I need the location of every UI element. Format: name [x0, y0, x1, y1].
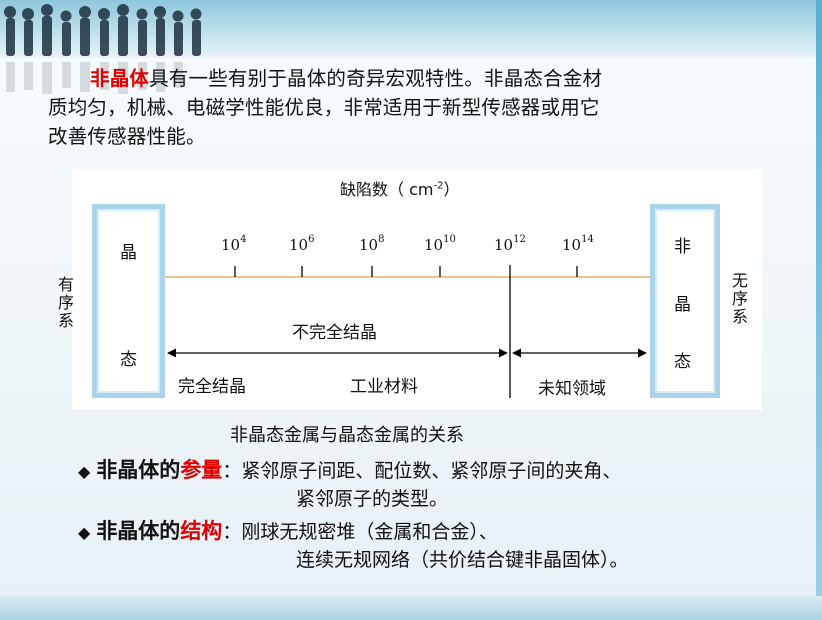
disordered-system-label-1: 无: [732, 271, 749, 290]
tick-label-1e4: 104: [221, 234, 247, 254]
tick-base: 10: [221, 236, 241, 254]
disordered-system-label-3: 系: [732, 307, 749, 326]
crystal-box-top: 晶: [120, 243, 137, 263]
tick-label-1e10: 1010: [424, 234, 456, 254]
bullet-lead: 非晶体的: [96, 458, 181, 482]
bullet-lead: 非晶体的: [96, 519, 181, 543]
defect-title-close: ）: [443, 180, 460, 199]
unknown-field-label: 未知领域: [538, 379, 606, 399]
defect-title-sup: -2: [433, 180, 444, 192]
intro-line-1: 非晶体具有一些有别于晶体的奇异宏观特性。非晶态合金材: [48, 64, 748, 93]
disordered-system-label-2: 序: [732, 289, 749, 308]
bullet-parameters-cont: 紧邻原子的类型。: [296, 488, 449, 510]
diamond-bullet-icon: ◆: [78, 462, 91, 481]
crystal-state-box: [92, 204, 165, 398]
tick-exp: 12: [513, 234, 526, 245]
tick-base: 10: [424, 236, 444, 254]
tick-base: 10: [494, 236, 514, 254]
tick-exp: 14: [581, 234, 594, 245]
complete-crystal-label: 完全结晶: [178, 377, 246, 397]
incomplete-crystal-label: 不完全结晶: [292, 323, 377, 343]
intro-line-3: 改善传感器性能。: [48, 125, 206, 148]
right-edge-stripe: [816, 0, 822, 620]
tick-exp: 8: [378, 234, 385, 245]
tick-base: 10: [562, 236, 582, 254]
bullet-line-1: ：紧邻原子间距、配位数、紧邻原子间的夹角、: [222, 460, 622, 482]
amorphous-box-bottom: 态: [674, 352, 691, 372]
tick-label-1e12: 1012: [494, 234, 526, 254]
ordered-system-label-2: 序: [58, 293, 75, 312]
intro-line-1-text: 具有一些有别于晶体的奇异宏观特性。非晶态合金材: [149, 67, 603, 90]
industrial-material-label: 工业材料: [350, 377, 418, 397]
diagram-caption: 非晶态金属与晶态金属的关系: [230, 425, 464, 446]
bullet-key: 结构: [180, 519, 223, 543]
intro-line-2: 质均匀，机械、电磁学性能优良，非常适用于新型传感器或用它: [48, 96, 600, 119]
ordered-system-label-3: 系: [58, 311, 75, 330]
bullet-structure-cont: 连续无规网络（共价结合键非晶固体）。: [296, 549, 629, 571]
tick-exp: 4: [240, 234, 247, 245]
tick-base: 10: [359, 236, 379, 254]
people-silhouettes-image: [4, 4, 202, 94]
header-band: [0, 0, 822, 58]
footer-band: [0, 596, 822, 620]
tick-base: 10: [289, 236, 309, 254]
crystal-box-bottom: 态: [120, 350, 137, 370]
diamond-bullet-icon: ◆: [78, 523, 91, 542]
bullet-line-1: ：刚球无规密堆（金属和合金）、: [222, 521, 498, 543]
tick-label-1e14: 1014: [562, 234, 594, 254]
ordered-system-label-1: 有: [58, 275, 75, 294]
defect-title-main: 缺陷数（ cm: [340, 180, 434, 199]
amorphous-box-middle: 晶: [674, 295, 691, 315]
bullet-parameters: ◆ 非晶体的参量：紧邻原子间距、配位数、紧邻原子间的夹角、: [78, 455, 621, 487]
bullet-key: 参量: [180, 458, 223, 482]
tick-exp: 6: [308, 234, 315, 245]
tick-label-1e8: 108: [359, 234, 385, 254]
amorphous-box-top: 非: [674, 237, 691, 257]
diagram-panel: [72, 170, 762, 410]
intro-highlight: 非晶体: [90, 67, 150, 90]
defect-count-title: 缺陷数（ cm-2）: [340, 176, 459, 200]
tick-label-1e6: 106: [289, 234, 315, 254]
bullet-structure: ◆ 非晶体的结构：刚球无规密堆（金属和合金）、: [78, 516, 498, 548]
amorphous-state-box: [650, 204, 720, 398]
tick-exp: 10: [443, 234, 456, 245]
intro-paragraph: 非晶体具有一些有别于晶体的奇异宏观特性。非晶态合金材 质均匀，机械、电磁学性能优…: [48, 64, 748, 151]
